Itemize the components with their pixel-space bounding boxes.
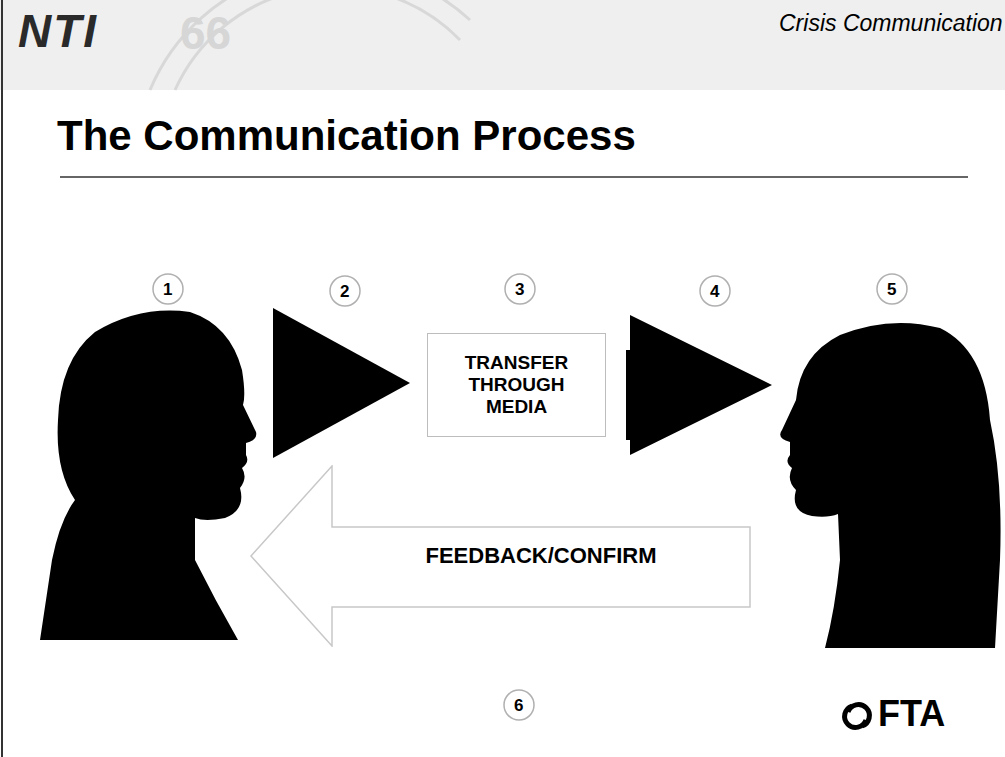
node-text: TRANSFER THROUGH MEDIA <box>452 352 582 418</box>
section-header: Crisis Communication <box>779 12 1003 35</box>
callout-number: 5 <box>887 281 896 298</box>
fta-logo-mark <box>845 705 870 728</box>
slide-title: The Communication Process <box>57 112 636 160</box>
callout-number: 2 <box>340 283 349 300</box>
node-text: FEEDBACK/CONFIRM <box>426 543 657 568</box>
receive-triangle <box>626 315 772 455</box>
seal-watermark <box>150 0 470 90</box>
sender-silhouette <box>40 311 256 640</box>
nti-logo: NTI <box>18 8 98 54</box>
fta-logo: FTA <box>878 696 945 732</box>
callout-number: 1 <box>163 281 172 298</box>
callout-number: 6 <box>514 697 523 714</box>
callout-number: 4 <box>710 283 719 300</box>
callout-number: 3 <box>515 281 524 298</box>
transmit-triangle <box>273 308 410 458</box>
number-circles <box>153 274 907 720</box>
title-rule <box>60 176 968 178</box>
media-box: TRANSFER THROUGH MEDIA <box>427 333 606 437</box>
slide-border <box>1 0 3 757</box>
feedback-arrow: FEEDBACK/CONFIRM <box>250 465 752 647</box>
receiver-silhouette <box>780 323 1000 648</box>
header-band <box>0 0 1005 90</box>
seal-watermark-text: 66 <box>180 10 231 56</box>
